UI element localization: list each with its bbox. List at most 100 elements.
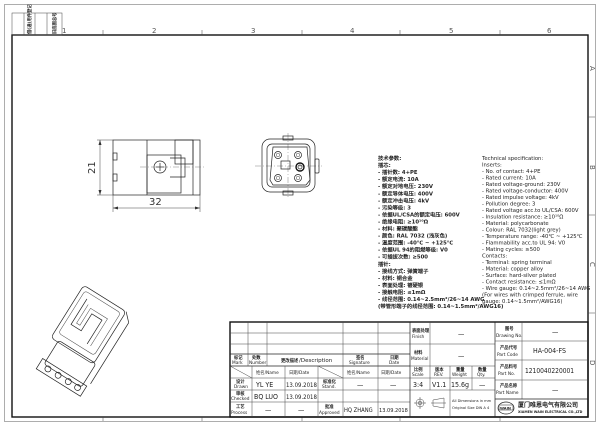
process-cn: 工艺 <box>236 403 245 410</box>
process-label: Process <box>231 410 248 416</box>
contact-4-icon <box>294 174 302 182</box>
side-view: 21 32 <box>87 139 205 212</box>
name-col-header: 姓名/Name <box>256 369 279 376</box>
front-view <box>255 133 322 198</box>
company-logo: WAIN <box>497 401 515 415</box>
spec-line-en: Inserts: <box>482 163 502 169</box>
units-note: All Dimensions in mm <box>452 399 492 403</box>
spec-line-cn: - 材料: 铜合金 <box>378 274 413 282</box>
corner-label-1: 借(通)用件登记 <box>26 4 33 35</box>
part-no-label: Part No. <box>498 371 515 377</box>
approved-cn: 批准 <box>325 403 334 410</box>
contact-3-icon <box>274 174 282 182</box>
spec-line-cn: - 颜色: RAL 7032 (浅灰色) <box>378 232 447 240</box>
spec-line-cn: - 线径范围: 0.14~2.5mm²/26~14 AWG <box>378 295 484 303</box>
rev-value: V1.1 <box>432 381 446 389</box>
part-name-label: Part Name <box>496 390 519 396</box>
spec-line-en: - Insulation resistance: ≥10¹⁰Ω <box>482 214 563 221</box>
rev-cn: 版本 <box>435 366 444 373</box>
mark-cn: 标记 <box>233 354 243 361</box>
spec-line-en: - Mating cycles: ≥500 <box>482 247 540 253</box>
checked-name: BQ LUO <box>254 393 278 401</box>
stand-name: — <box>357 381 363 389</box>
spec-line-cn: - 额定电流: 10A <box>378 175 420 183</box>
stand-label: Stand. <box>322 384 336 390</box>
name-col-header-2: 姓名/Name <box>347 369 370 376</box>
spec-line-en: - Material: copper alloy <box>482 267 543 273</box>
scale-cn: 比例 <box>414 366 423 373</box>
spec-line-cn: (带管形端子的线径范围: 0.14~1.5mm²/AWG16) <box>378 302 503 310</box>
spec-line-en: - Pollution degree: 3 <box>482 202 535 208</box>
approved-date: 13.09.2018 <box>379 408 408 414</box>
qty-label: Qty. <box>477 372 485 378</box>
material-value: — <box>458 352 464 360</box>
width-dimension: 32 <box>149 197 162 208</box>
approved-name: HQ ZHANG <box>344 408 373 414</box>
process-name: — <box>265 406 271 414</box>
spec-line-en: - Material: polycarbonate <box>482 221 549 227</box>
spec-line-en: - Rated current: 10A <box>482 176 536 182</box>
scale-value: 3:4 <box>413 381 423 389</box>
company-name-cn: 厦门唯恩电气有限公司 <box>518 401 578 409</box>
drawing-no-label: Drawing No. <box>496 333 522 339</box>
spec-line-en: - Temperature range: -40℃ ~ +125℃ <box>482 234 583 240</box>
specification-chinese: 技术参数:插芯:- 插针数: 4+PE- 额定电流: 10A- 额定对地电压: … <box>378 154 503 310</box>
part-no-value: 1210040220001 <box>525 367 574 375</box>
drawn-cn: 设计 <box>236 378 245 385</box>
stand-date: — <box>390 381 396 389</box>
finish-label: Finish <box>412 334 425 340</box>
spec-line-en: - Flammability acc.to UL 94: V0 <box>482 241 566 247</box>
specification-english: Technical specification:Inserts:- No. of… <box>481 156 590 305</box>
height-dimension: 21 <box>87 161 98 174</box>
title-block: 标记 Mark 处数 Number 更改描述 /Description 签名 S… <box>229 321 589 418</box>
isometric-view <box>35 286 130 397</box>
spec-line-en: - Surface: hard-silver plated <box>482 273 556 279</box>
zone-letter-c: C <box>588 262 596 267</box>
part-name-value: — <box>552 386 558 394</box>
spec-line-cn: - 污染等级: 3 <box>378 203 411 211</box>
spec-line-cn: - 接线方式: 弹簧端子 <box>378 267 429 275</box>
date-col-header: 日期/Date <box>289 370 310 376</box>
zone-number-2: 2 <box>152 27 156 35</box>
finish-cn: 表面处理 <box>411 327 430 334</box>
date-label: Date <box>389 360 400 366</box>
mark-label: Mark <box>232 360 243 366</box>
part-code-cn: 产品代号 <box>500 344 518 351</box>
zone-letter-d: D <box>588 360 596 365</box>
checked-date: 13.09.2018 <box>286 394 317 401</box>
spec-line-cn: - 依据UL/CSA的额定电压: 600V <box>378 210 461 218</box>
company-name-en: XIAMEN WAIN ELECTRICAL CO.,LTD <box>518 410 583 414</box>
projection-symbol-icon <box>414 397 446 409</box>
spec-line-en: - Terminal: spring terminal <box>482 260 552 266</box>
spec-line-en: (For wires with crimped ferrule, wire <box>482 293 578 299</box>
spec-line-cn: - 插针数: 4+PE <box>378 168 418 176</box>
spec-line-en: - Contact resistance: ≤1mΩ <box>482 280 556 286</box>
spec-line-cn: - 接触电阻: ≤1mΩ <box>378 288 426 296</box>
description-label: /Description <box>299 358 333 364</box>
drawing-no-cn: 图号 <box>505 325 514 332</box>
spec-line-cn: - 温度范围: -40℃ ~ +125℃ <box>378 239 454 247</box>
drawn-label: Drawn <box>234 384 248 390</box>
zone-number-1: 1 <box>62 27 66 35</box>
zone-number-5: 5 <box>449 27 453 35</box>
stand-cn: 标准化 <box>322 378 337 385</box>
weight-value: 15.6g <box>451 381 469 389</box>
zone-number-3: 3 <box>251 27 255 35</box>
description-cn: 更改描述 <box>281 357 299 364</box>
weight-label: Weight <box>452 372 467 378</box>
spec-line-cn: - 绝缘电阻: ≥10¹⁰Ω <box>378 217 429 225</box>
zone-number-4: 4 <box>350 27 355 35</box>
qty-cn: 数量 <box>478 366 487 373</box>
spec-line-cn: 插针: <box>378 260 391 268</box>
material-cn: 材料 <box>414 349 423 356</box>
number-label: Number <box>249 360 266 366</box>
part-code-value: HA-004-FS <box>533 347 566 355</box>
finish-value: — <box>458 330 464 338</box>
checked-label: Checked <box>231 396 250 402</box>
spec-line-en: - Rated impulse voltage: 4kV <box>482 195 559 201</box>
spec-line-cn: - 依据UL 94的阻燃等级: V0 <box>378 246 448 254</box>
pe-contact-icon <box>295 162 305 172</box>
spec-line-cn: 插芯: <box>378 161 391 169</box>
logo-text: WAIN <box>500 407 511 411</box>
